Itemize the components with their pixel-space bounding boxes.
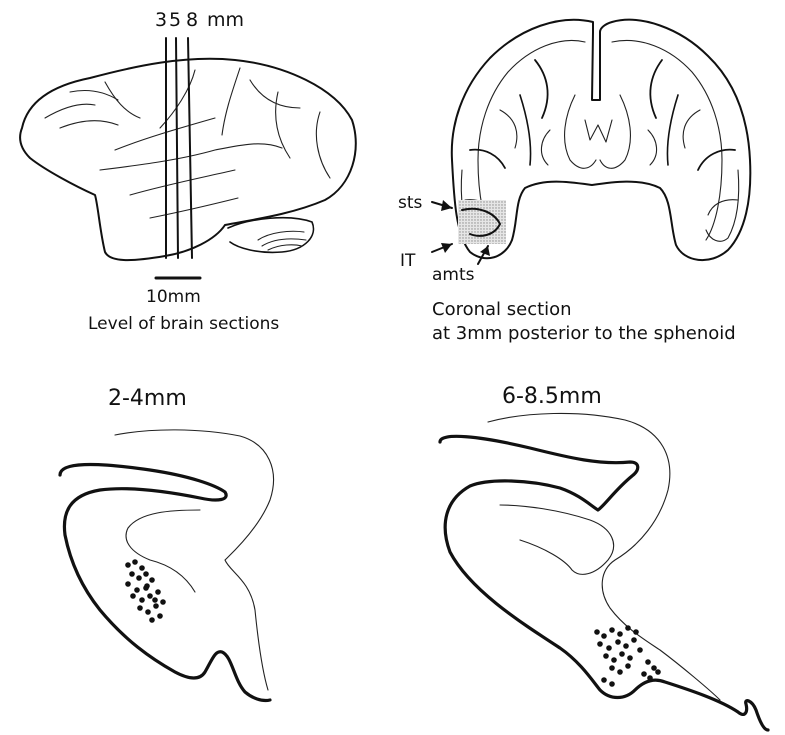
neuron-dot [143, 571, 149, 577]
neuron-dot [136, 575, 142, 581]
neuron-dot [134, 587, 140, 593]
coronal-sulci [465, 60, 738, 215]
neuron-dot [149, 617, 155, 623]
marker-3: 3 [155, 9, 167, 31]
section-level-lines [166, 38, 192, 258]
neuron-dot [125, 581, 131, 587]
neuron-dot [145, 609, 151, 615]
neuron-dot [625, 663, 631, 669]
cerebellum-outline [228, 218, 313, 253]
neuron-dot [130, 593, 136, 599]
neuron-dot [152, 597, 158, 603]
neuron-dot [617, 631, 623, 637]
neuron-dot [137, 605, 143, 611]
neuron-dot [594, 629, 600, 635]
coronal-section-view: sts IT amts Coronal section at 3mm poste… [398, 20, 750, 344]
neuron-dot [609, 665, 615, 671]
lateral-caption: Level of brain sections [88, 314, 279, 334]
it-label: IT [400, 251, 416, 271]
neuron-dot [160, 599, 166, 605]
neuron-dot [125, 562, 131, 568]
amts-arrowhead [480, 246, 490, 256]
neuron-dot [647, 675, 653, 681]
neuron-dot [157, 613, 163, 619]
marker-unit: mm [207, 9, 244, 31]
neuron-dot [155, 589, 161, 595]
neuron-dot [631, 637, 637, 643]
neuron-dot [609, 627, 615, 633]
marker-5: 5 [169, 9, 181, 31]
neuron-dot [651, 665, 657, 671]
neuron-dot [645, 659, 651, 665]
neuron-dot [139, 597, 145, 603]
neuron-dot [147, 593, 153, 599]
panel-right-inner-fold [500, 505, 614, 574]
neuron-dot [597, 641, 603, 647]
lateral-brain-view: 3 5 8 mm 10mm Level of brain sections [20, 9, 356, 334]
coronal-caption-line1: Coronal section [432, 299, 572, 320]
coronal-caption-line2: at 3mm posterior to the sphenoid [432, 323, 736, 344]
scale-bar-label: 10mm [146, 287, 201, 307]
neuron-dot [129, 571, 135, 577]
panel-left-neuron-dots [125, 559, 166, 623]
neuron-dot [633, 629, 639, 635]
neuron-dot [132, 559, 138, 565]
amts-label: amts [432, 265, 475, 285]
neuron-dot [149, 577, 155, 583]
neuron-dot [619, 651, 625, 657]
neuron-dot [615, 639, 621, 645]
neuron-dot [625, 625, 631, 631]
neuron-dot [606, 645, 612, 651]
panel-right-title: 6-8.5mm [502, 384, 602, 409]
neuron-dot [143, 585, 149, 591]
lateral-sulci [45, 68, 330, 218]
marker-8: 8 [186, 9, 198, 31]
neuron-dot [609, 681, 615, 687]
neuron-dot [641, 671, 647, 677]
panel-2-4mm: 2-4mm [60, 386, 273, 701]
neuron-dot [627, 655, 633, 661]
neuron-dot [617, 669, 623, 675]
sts-label: sts [398, 193, 423, 213]
panel-6-8.5mm: 6-8.5mm [440, 384, 768, 730]
neuron-dot [139, 565, 145, 571]
sts-arrowhead [441, 200, 452, 211]
neuron-dot [623, 643, 629, 649]
panel-left-title: 2-4mm [108, 386, 187, 411]
neuron-dot [153, 603, 159, 609]
neuron-dot [601, 633, 607, 639]
neuron-dot [601, 677, 607, 683]
neuron-dot [637, 647, 643, 653]
panel-right-neuron-dots [594, 625, 661, 687]
neuron-dot [655, 669, 661, 675]
neuron-dot [603, 653, 609, 659]
panel-right-sulcus [440, 436, 768, 730]
neuron-dot [611, 657, 617, 663]
coronal-central-structures [520, 95, 678, 168]
panel-left-sulcus [60, 465, 270, 701]
